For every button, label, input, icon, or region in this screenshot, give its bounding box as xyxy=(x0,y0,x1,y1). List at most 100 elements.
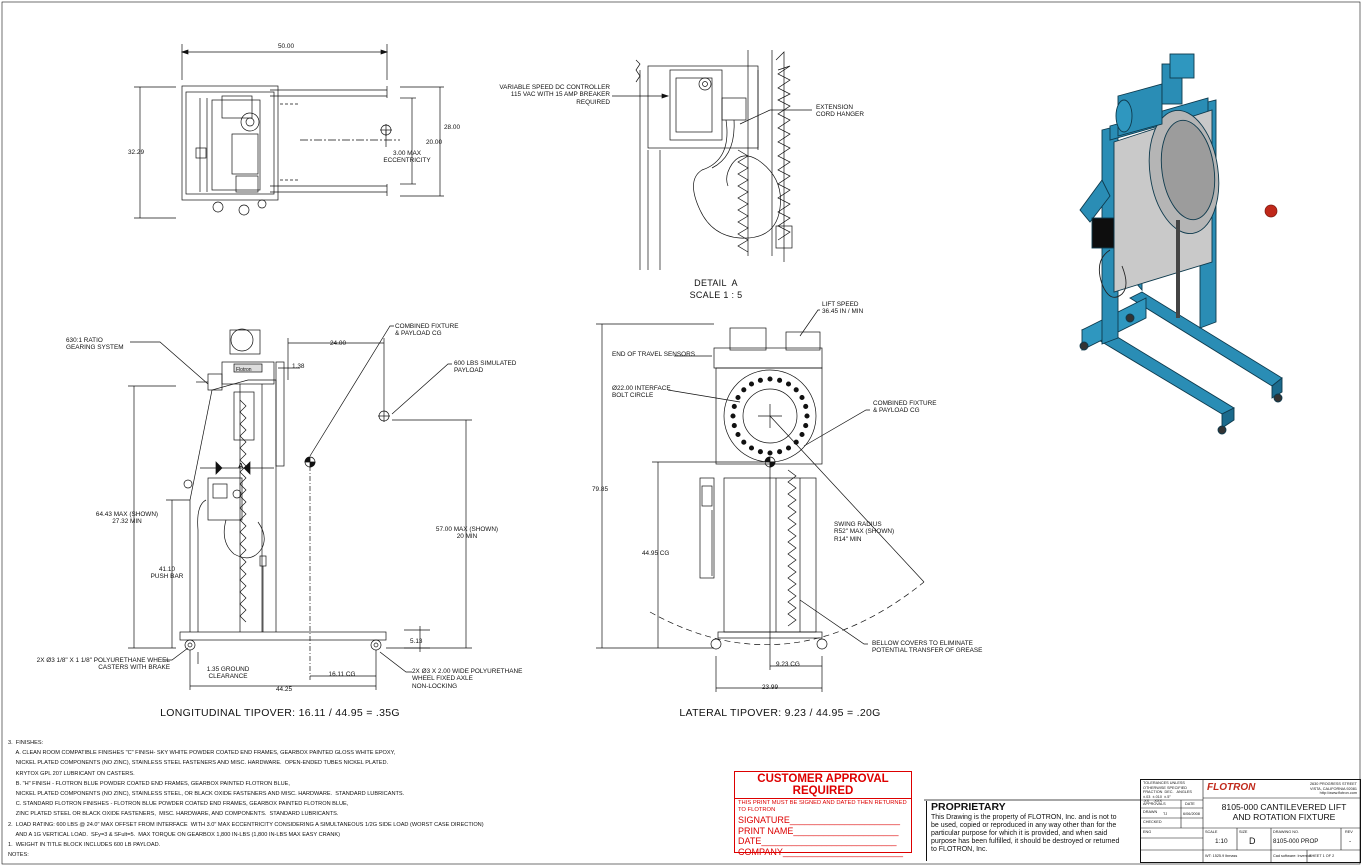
drawing-title: 8105-000 CANTILEVERED LIFT AND ROTATION … xyxy=(1221,802,1347,822)
weight: WT: 1525.9 lbmass xyxy=(1205,854,1238,858)
bolt-hole xyxy=(767,450,773,456)
drawing-number: 8105-000 PROP xyxy=(1273,838,1319,845)
title-block: TOLERANCES UNLESS OTHERWISE SPECIFIED FR… xyxy=(1140,779,1361,863)
detail-controller-note: VARIABLE SPEED DC CONTROLLER 115 VAC WIT… xyxy=(499,84,610,106)
side-dim-4425: 44.25 xyxy=(276,686,292,693)
brand-plate-text: Flotron xyxy=(236,367,252,373)
cad-software: Cad software: Inventor xyxy=(1273,854,1312,858)
plan-dim-top: 50.00 xyxy=(278,43,294,50)
ground-clearance: 1.35 GROUND CLEARANCE xyxy=(206,666,250,681)
bolt-hole xyxy=(799,431,805,438)
push-bar: 41.10 PUSH BAR xyxy=(150,566,184,581)
front-dim-2399: 23.99 xyxy=(762,684,778,691)
caster-note: 2X Ø3 1/8" X 1 1/8" POLYURETHANE WHEEL C… xyxy=(36,657,170,672)
front-cg-923: 9.23 CG xyxy=(776,661,800,668)
bolt-hole xyxy=(804,413,810,419)
bolt-hole xyxy=(767,376,773,382)
bellow-note: BELLOW COVERS TO ELIMINATE POTENTIAL TRA… xyxy=(872,640,983,655)
side-fixture-cg-note: COMBINED FIXTURE & PAYLOAD CG xyxy=(395,323,459,338)
bolt-hole xyxy=(803,403,809,409)
payload-note: 600 LBS SIMULATED PAYLOAD xyxy=(454,360,517,375)
drawn-date: 6/06/2008 xyxy=(1183,812,1200,816)
side-dim-24: 24.00 xyxy=(330,340,346,347)
bolt-hole xyxy=(793,387,799,393)
side-dim-138: 1.38 xyxy=(292,363,305,370)
side-cg-1611: 16.11 CG xyxy=(328,671,356,678)
customer-approval-box: CUSTOMER APPROVAL REQUIRED THIS PRINT MU… xyxy=(734,771,912,857)
bolt-hole xyxy=(785,381,792,387)
bolt-hole xyxy=(803,423,809,429)
proprietary-notice: PROPRIETARY This Drawing is the property… xyxy=(926,801,1140,861)
bolt-hole xyxy=(748,381,755,387)
end-of-travel-sensors: END OF TRAVEL SENSORS xyxy=(612,351,695,358)
proprietary-text: This Drawing is the property of FLOTRON,… xyxy=(931,814,1120,853)
rev-header: REV xyxy=(1345,830,1353,834)
flotron-logo: FLOTRON xyxy=(1207,782,1256,793)
lift-speed: LIFT SPEED 36.45 IN / MIN xyxy=(822,301,864,316)
bolt-circle-note: Ø22.00 INTERFACE BOLT CIRCLE xyxy=(612,385,671,400)
bolt-hole xyxy=(785,445,792,451)
bolt-hole xyxy=(735,394,741,401)
tolerances: TOLERANCES UNLESS OTHERWISE SPECIFIED FR… xyxy=(1143,781,1192,803)
drawing-no-header: DRAWING NO. xyxy=(1273,830,1300,834)
size-value: D xyxy=(1249,836,1256,846)
height-max: 64.43 MAX (SHOWN) 27.32 MIN xyxy=(95,511,159,526)
gearing-note: 630:1 RATIO GEARING SYSTEM xyxy=(66,337,124,352)
front-view xyxy=(596,309,925,692)
lateral-tipover: LATERAL TIPOVER: 9.23 / 44.95 = .20G xyxy=(679,707,881,719)
approval-title: CUSTOMER APPROVAL REQUIRED xyxy=(735,772,911,799)
approval-fields: SIGNATURE______________________ PRINT NA… xyxy=(738,815,903,857)
plan-view xyxy=(134,44,444,219)
bolt-circle-holes xyxy=(730,376,810,456)
longitudinal-tipover: LONGITUDINAL TIPOVER: 16.11 / 44.95 = .3… xyxy=(160,707,400,719)
title-block-grid xyxy=(1141,780,1360,862)
bolt-hole xyxy=(777,449,783,455)
scale-value: 1:10 xyxy=(1215,838,1228,845)
company-address: 2630 PROGRESS STREET VISTA, CALIFORNIA 9… xyxy=(1309,782,1357,795)
swing-radius: SWING RADIUS R52" MAX (SHOWN) R14" MIN xyxy=(834,521,895,543)
bolt-hole xyxy=(730,413,736,419)
payload-height: 57.00 MAX (SHOWN) 20 MIN xyxy=(435,526,499,541)
rev-value: - xyxy=(1349,838,1352,845)
detail-hanger-note: EXTENSION CORD HANGER xyxy=(816,104,864,119)
plan-dim-right: 28.00 xyxy=(444,124,460,131)
side-dim-513: 5.13 xyxy=(410,638,423,645)
sheet-number: SHEET 1 OF 2 xyxy=(1309,854,1335,858)
drawing-notes: 3. FINISHES: A. CLEAN ROOM COMPATIBLE FI… xyxy=(8,740,484,859)
side-view: Flotron xyxy=(128,325,472,690)
red-marker-dot xyxy=(1264,204,1278,218)
detail-a-view xyxy=(612,50,812,270)
date-header: DATE xyxy=(1185,802,1195,806)
drawn-by: TJ xyxy=(1163,812,1168,816)
isometric-fixture-render xyxy=(1079,53,1283,435)
detail-title: DETAIL A xyxy=(694,278,738,288)
section-mark-a: A xyxy=(238,461,244,470)
axle-note: 2X Ø3 X 2.00 WIDE POLYURETHANE WHEEL FIX… xyxy=(412,668,523,690)
plan-eccentricity: 3.00 MAX ECCENTRICITY xyxy=(383,150,431,165)
plan-dim-left: 32.29 xyxy=(128,149,144,156)
detail-scale: SCALE 1 : 5 xyxy=(689,290,743,300)
proprietary-title: PROPRIETARY xyxy=(931,801,1006,813)
approval-subtitle: THIS PRINT MUST BE SIGNED AND DATED THEN… xyxy=(738,800,907,813)
bolt-hole xyxy=(799,394,805,401)
bolt-hole xyxy=(757,449,763,455)
bolt-hole xyxy=(741,387,747,393)
front-fixture-cg-note: COMBINED FIXTURE & PAYLOAD CG xyxy=(873,400,937,415)
plan-dim-inner: 20.00 xyxy=(426,139,442,146)
bolt-hole xyxy=(777,377,783,383)
bolt-hole xyxy=(731,423,737,429)
approvals-header: APPROVALS xyxy=(1143,802,1166,806)
checked-label: CHECKED xyxy=(1143,820,1162,824)
bolt-hole xyxy=(731,403,737,409)
bolt-hole xyxy=(735,431,741,438)
front-cg-4495: 44.95 CG xyxy=(642,550,670,557)
eng-label: ENG xyxy=(1143,830,1152,834)
bolt-hole xyxy=(741,439,747,445)
bolt-hole xyxy=(757,377,763,383)
front-height-7985: 79.85 xyxy=(592,486,608,493)
drawn-label: DRAWN xyxy=(1143,810,1158,814)
size-header: SIZE xyxy=(1239,830,1248,834)
bolt-hole xyxy=(748,445,755,451)
scale-header: SCALE xyxy=(1205,830,1218,834)
